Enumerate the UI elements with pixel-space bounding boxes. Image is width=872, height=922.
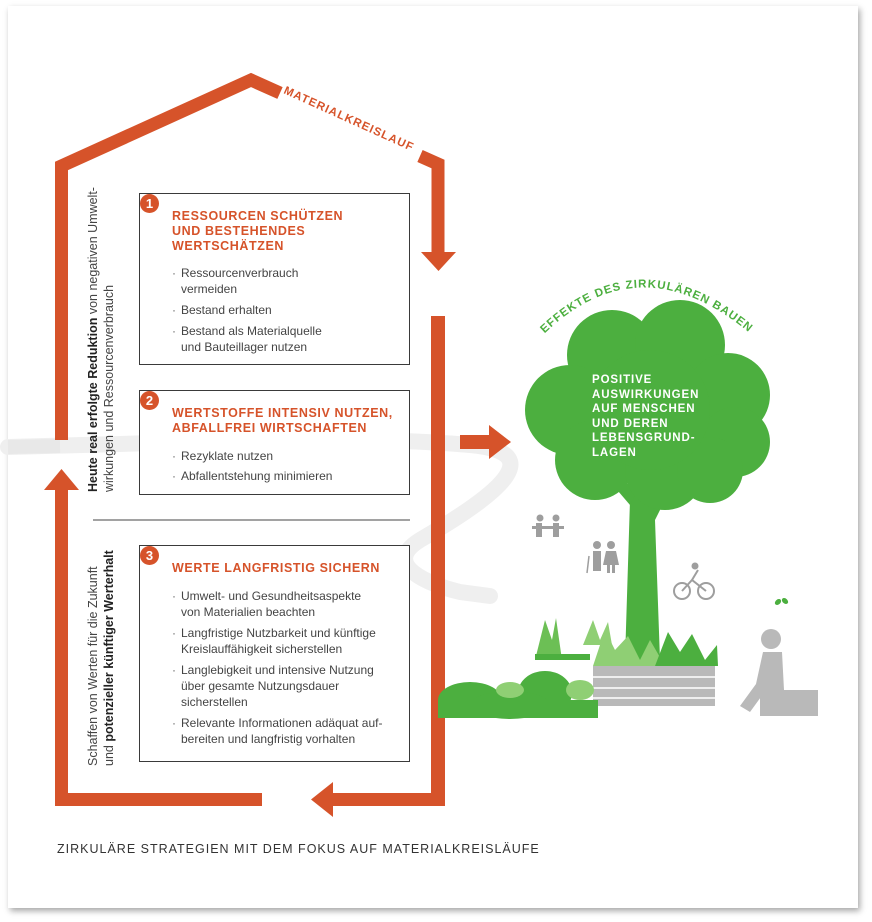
planter-box <box>593 666 715 706</box>
box-3-title: WERTE LANGFRISTIG SICHERN <box>172 561 397 576</box>
list-item: Rezyklate nutzen <box>172 448 397 464</box>
box-2-list: Rezyklate nutzen Abfallentstehung minimi… <box>172 448 397 484</box>
box-1-title-line: RESSOURCEN SCHÜTZEN <box>172 209 344 223</box>
sitting-person-icon <box>740 629 784 712</box>
cycle-label-text: MATERIALKREISLAUF <box>282 85 415 154</box>
strategy-box-2: WERTSTOFFE INTENSIV NUTZEN, ABFALLFREI W… <box>139 390 410 495</box>
tree-label-line: AUF MENSCHEN <box>592 403 696 415</box>
side-text-bottom-pre: und <box>102 741 116 766</box>
list-item: Bestand erhalten <box>172 302 397 318</box>
box-1-title-line: WERTSCHÄTZEN <box>172 239 285 253</box>
side-text-top: Heute real erfolgte Reduktion von negati… <box>85 187 117 492</box>
background-path-2 <box>7 439 61 454</box>
list-item: Abfallentstehung minimieren <box>172 468 397 484</box>
tree-label: POSITIVE AUSWIRKUNGEN AUF MENSCHEN UND D… <box>592 373 742 460</box>
bottom-bar-left <box>55 793 262 806</box>
grass-tufts <box>535 618 718 666</box>
box-2-title-line: WERTSTOFFE INTENSIV NUTZEN, <box>172 406 393 420</box>
right-arrow-shaft <box>460 435 492 449</box>
bench-block <box>760 690 818 716</box>
roof-frame-right <box>417 150 445 254</box>
roof-frame <box>55 72 283 440</box>
box-3-title-line: WERTE LANGFRISTIG SICHERN <box>172 561 381 575</box>
left-bar-lower <box>55 488 68 806</box>
list-item: Relevante Informationen adäquat auf-bere… <box>172 715 397 747</box>
tree-label-line: POSITIVE <box>592 374 653 386</box>
cyclist-head <box>691 562 699 570</box>
cyclist-icon <box>673 569 715 600</box>
tree-trunk <box>620 470 680 660</box>
side-text-top-rest: von negativen Umwelt- <box>86 187 100 318</box>
tree-crown <box>525 300 770 510</box>
left-arrow-head <box>311 782 333 817</box>
box-2-title: WERTSTOFFE INTENSIV NUTZEN, ABFALLFREI W… <box>172 406 397 436</box>
box-1-title: RESSOURCEN SCHÜTZEN UND BESTEHENDES WERT… <box>172 209 397 254</box>
step-number-1: 1 <box>140 194 159 213</box>
bottom-bar-right <box>330 793 445 806</box>
strategy-box-1: RESSOURCEN SCHÜTZEN UND BESTEHENDES WERT… <box>139 193 410 365</box>
tree-label-line: AUSWIRKUNGEN <box>592 388 700 401</box>
butterfly-icon <box>774 598 789 605</box>
step-number-2: 2 <box>140 391 159 410</box>
right-arrow-head <box>489 425 511 459</box>
side-text-top-bold: Heute real erfolgte Reduktion <box>86 317 100 492</box>
tree-label-line: UND DEREN <box>592 417 669 430</box>
up-arrow-head <box>44 469 79 490</box>
list-item: Langfristige Nutzbarkeit und künftigeKre… <box>172 625 397 657</box>
cycle-label: MATERIALKREISLAUF <box>282 85 416 154</box>
bushes-light <box>496 680 594 700</box>
list-item: Langlebigkeit und intensive Nutzungüber … <box>172 662 397 710</box>
strategy-box-3: WERTE LANGFRISTIG SICHERN Umwelt- und Ge… <box>139 545 410 762</box>
tree-label-line: LEBENSGRUND- <box>592 432 696 444</box>
figure-caption: ZIRKULÄRE STRATEGIEN MIT DEM FOKUS AUF M… <box>57 842 540 856</box>
side-text-bottom: Schaffen von Werten für die Zukunft und … <box>85 550 117 766</box>
down-arrow-head <box>421 252 456 271</box>
box-1-title-line: UND BESTEHENDES <box>172 224 306 238</box>
step-number-3: 3 <box>140 546 159 565</box>
right-bar-lower <box>431 316 445 806</box>
elderly-couple-icon <box>586 541 619 574</box>
people-at-table-icon <box>532 514 564 537</box>
box-2-title-line: ABFALLFREI WIRTSCHAFTEN <box>172 421 368 435</box>
tree-label-line: LAGEN <box>592 446 637 459</box>
side-text-bottom-line1: Schaffen von Werten für die Zukunft <box>86 566 100 766</box>
bushes <box>438 671 598 719</box>
side-text-top-line2: wirkungen und Ressourcenverbrauch <box>102 284 116 492</box>
side-text-bottom-bold: potenzieller künftiger Werterhalt <box>102 550 116 742</box>
